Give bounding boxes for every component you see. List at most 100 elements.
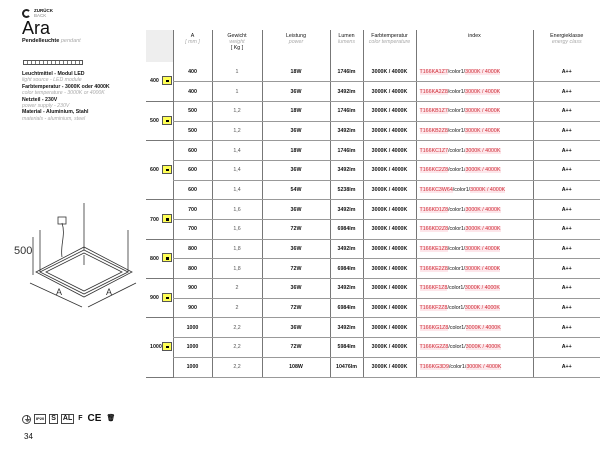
index-suffix: 3000K / 4000K: [465, 108, 501, 115]
cell-lumen: 3492lm: [329, 199, 363, 220]
index-code: T166KB1Z7: [419, 108, 448, 115]
cell-a: 400: [172, 62, 212, 83]
ce-mark: CE: [87, 413, 102, 424]
color-swatch-icon: [162, 292, 173, 302]
cell-weight: 1: [211, 62, 262, 83]
cell-weight: 1,6: [211, 199, 262, 220]
cell-lumen: 3492lm: [329, 160, 363, 181]
cell-power: 108W: [261, 357, 330, 378]
header-label: Energieklasse: [550, 33, 584, 39]
cell-index: T166KE1Z8/color1/3000K / 4000K: [415, 239, 533, 260]
index-suffix: 3000K / 4000K: [466, 364, 502, 371]
index-code: T166KC1Z7: [419, 147, 449, 154]
index-suffix: 3000K / 4000K: [465, 147, 501, 154]
spec-label-en: color temperature - 3000K or 4000K: [22, 90, 105, 97]
cell-a: 1000: [172, 337, 212, 358]
back-arrow-icon: [22, 8, 31, 18]
cell-index: T166KE2Z8/color1/3000K / 4000K: [415, 258, 533, 280]
cell-a: 1000: [172, 357, 212, 378]
spec-label: Farbtemperatur - 3000K oder 4000K: [22, 83, 110, 90]
cell-index: T166KA1Z7/color1/3000K / 4000K: [415, 62, 533, 83]
ip20-mark: IP20: [34, 414, 47, 424]
color-swatch-icon: [162, 214, 173, 223]
cell-index: T166KC1Z7/color1/3000K / 4000K: [415, 140, 533, 161]
led-strip-icon: [23, 60, 83, 65]
subtitle-de: Pendelleuchte: [22, 38, 60, 44]
index-mid: /color1/: [448, 206, 466, 213]
cell-color-temp: 3000K / 4000K: [362, 140, 416, 161]
spec-label-en: power supply - 230V: [22, 103, 70, 110]
index-suffix: 3000K / 4000K: [465, 167, 501, 174]
color-swatch[interactable]: [162, 199, 173, 240]
cell-energy-class: A++: [532, 199, 600, 220]
index-mid: /color1/: [447, 305, 465, 312]
color-swatch[interactable]: [162, 140, 173, 201]
cell-a: 600: [172, 160, 212, 181]
cell-a: 800: [172, 258, 212, 280]
index-mid: /color1/: [447, 285, 465, 292]
cell-power: 54W: [261, 180, 330, 201]
certification-marks: ⏚ IP20 S AL F CE 🗑: [22, 414, 116, 424]
color-swatch[interactable]: [162, 101, 173, 142]
cell-weight: 1,8: [211, 239, 262, 260]
color-swatch[interactable]: [162, 317, 173, 378]
cell-energy-class: A++: [532, 121, 600, 142]
index-suffix: 3000K / 4000K: [465, 88, 501, 95]
index-code: T166KB2Z8: [419, 127, 448, 134]
cell-weight: 1,6: [211, 219, 262, 240]
index-suffix: 3000K / 4000K: [465, 265, 501, 272]
color-swatch[interactable]: [162, 278, 173, 319]
cell-color-temp: 3000K / 4000K: [362, 81, 416, 102]
cell-a: 400: [172, 81, 212, 102]
cell-index: T166KG1Z8/color1/3000K / 4000K: [415, 317, 533, 339]
cell-lumen: 3492lm: [329, 278, 363, 299]
cell-power: 36W: [261, 81, 330, 102]
color-swatch[interactable]: [162, 239, 173, 280]
cell-a: 1000: [172, 317, 212, 339]
cell-color-temp: 3000K / 4000K: [362, 317, 416, 339]
index-suffix: 3000K / 4000K: [465, 226, 501, 233]
index-suffix: 3000K / 4000K: [465, 324, 501, 331]
header-label-en: [ mm ]: [185, 39, 200, 45]
cell-power: 72W: [261, 219, 330, 240]
page-number: 34: [24, 432, 33, 441]
header-unit: [ Kg ]: [230, 45, 244, 51]
index-code: T166KA2Z8: [419, 88, 448, 95]
a-label-right: A: [106, 287, 112, 297]
index-code: T166KA1Z7: [419, 68, 448, 75]
subtitle-en: pendant: [60, 38, 81, 44]
cell-color-temp: 3000K / 4000K: [362, 239, 416, 260]
cell-energy-class: A++: [532, 140, 600, 161]
cell-energy-class: A++: [532, 357, 600, 378]
color-swatch[interactable]: [162, 62, 173, 102]
index-code: T166KC2Z8: [419, 167, 449, 174]
index-mid: /color1/: [448, 226, 466, 233]
cell-power: 72W: [261, 298, 330, 319]
cell-lumen: 5238lm: [329, 180, 363, 201]
spec-label-en: light source - LED module: [22, 77, 82, 84]
cell-color-temp: 3000K / 4000K: [362, 180, 416, 201]
cell-index: T166KD2Z8/color1/3000K / 4000K: [415, 219, 533, 240]
spec-label: Netzteil - 230V: [22, 96, 58, 103]
spec-label: Leuchtmittel - Modul LED: [22, 71, 85, 77]
cell-lumen: 10476lm: [329, 357, 363, 378]
cell-energy-class: A++: [532, 298, 600, 319]
header-label: Lumen: [338, 33, 355, 39]
index-suffix: 3000K / 4000K: [465, 246, 501, 253]
cell-power: 72W: [261, 258, 330, 280]
cell-power: 72W: [261, 337, 330, 358]
cell-color-temp: 3000K / 4000K: [362, 357, 416, 378]
cell-a: 600: [172, 180, 212, 201]
index-suffix: 3000K / 4000K: [465, 68, 501, 75]
index-mid: /color1/: [452, 186, 471, 193]
cell-energy-class: A++: [532, 317, 600, 339]
